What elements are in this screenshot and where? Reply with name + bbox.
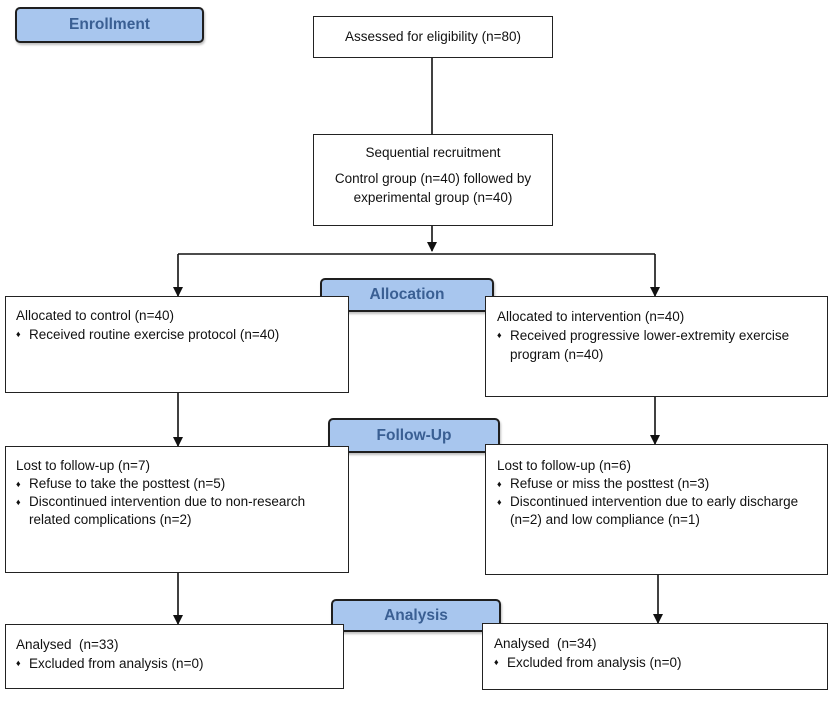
diamond-bullet-icon: ♦: [497, 497, 502, 507]
control-analysis-heading: Analysed (n=33): [16, 637, 119, 652]
recruitment-description: Control group (n=40) followed by experim…: [334, 171, 532, 205]
diamond-bullet-icon: ♦: [494, 657, 499, 667]
list-item: ♦ Discontinued intervention due to non-r…: [16, 493, 311, 529]
control-followup-item-text: Discontinued intervention due to non-res…: [29, 494, 306, 527]
control-analysis-item-text: Excluded from analysis (n=0): [29, 656, 204, 671]
intervention-followup-heading: Lost to follow-up (n=6): [497, 458, 631, 473]
diamond-bullet-icon: ♦: [16, 329, 21, 339]
diamond-bullet-icon: ♦: [16, 479, 21, 489]
recruitment-title: Sequential recruitment: [365, 145, 501, 160]
intervention-analysis-box: Analysed (n=34) ♦ Excluded from analysis…: [482, 623, 828, 690]
control-allocation-item-text: Received routine exercise protocol (n=40…: [29, 327, 280, 342]
intervention-allocation-heading: Allocated to intervention (n=40): [497, 309, 685, 324]
list-item: ♦ Received progressive lower-extremity e…: [497, 326, 790, 364]
intervention-followup-box: Lost to follow-up (n=6) ♦ Refuse or miss…: [485, 444, 828, 575]
list-item: ♦ Refuse to take the posttest (n=5): [16, 475, 338, 493]
list-item: ♦ Excluded from analysis (n=0): [16, 654, 333, 673]
intervention-analysis-item-text: Excluded from analysis (n=0): [507, 655, 682, 670]
intervention-followup-item-text: Discontinued intervention due to early d…: [510, 494, 799, 527]
list-item: ♦ Excluded from analysis (n=0): [494, 653, 817, 672]
list-item: ♦ Received routine exercise protocol (n=…: [16, 325, 338, 344]
diamond-bullet-icon: ♦: [497, 330, 502, 340]
intervention-analysis-heading: Analysed (n=34): [494, 636, 597, 651]
list-item: ♦ Refuse or miss the posttest (n=3): [497, 475, 817, 493]
control-analysis-box: Analysed (n=33) ♦ Excluded from analysis…: [5, 624, 344, 689]
assessed-text: Assessed for eligibility (n=80): [345, 29, 521, 44]
control-followup-heading: Lost to follow-up (n=7): [16, 458, 150, 473]
diamond-bullet-icon: ♦: [16, 497, 21, 507]
stage-label-analysis: Analysis: [331, 599, 501, 632]
intervention-followup-item-text: Refuse or miss the posttest (n=3): [510, 476, 710, 491]
control-allocation-heading: Allocated to control (n=40): [16, 308, 174, 323]
stage-label-allocation: Allocation: [320, 278, 494, 312]
stage-label-enrollment: Enrollment: [15, 7, 204, 43]
intervention-allocation-box: Allocated to intervention (n=40) ♦ Recei…: [485, 296, 828, 397]
control-followup-box: Lost to follow-up (n=7) ♦ Refuse to take…: [5, 446, 349, 573]
intervention-allocation-item-text: Received progressive lower-extremity exe…: [510, 328, 790, 362]
diamond-bullet-icon: ♦: [16, 658, 21, 668]
stage-label-follow-up: Follow-Up: [328, 418, 500, 453]
assessed-box: Assessed for eligibility (n=80): [313, 16, 553, 58]
list-item: ♦ Discontinued intervention due to early…: [497, 493, 810, 529]
control-allocation-box: Allocated to control (n=40) ♦ Received r…: [5, 296, 349, 393]
diamond-bullet-icon: ♦: [497, 479, 502, 489]
recruitment-box: Sequential recruitment Control group (n=…: [313, 134, 553, 226]
control-followup-item-text: Refuse to take the posttest (n=5): [29, 476, 226, 491]
